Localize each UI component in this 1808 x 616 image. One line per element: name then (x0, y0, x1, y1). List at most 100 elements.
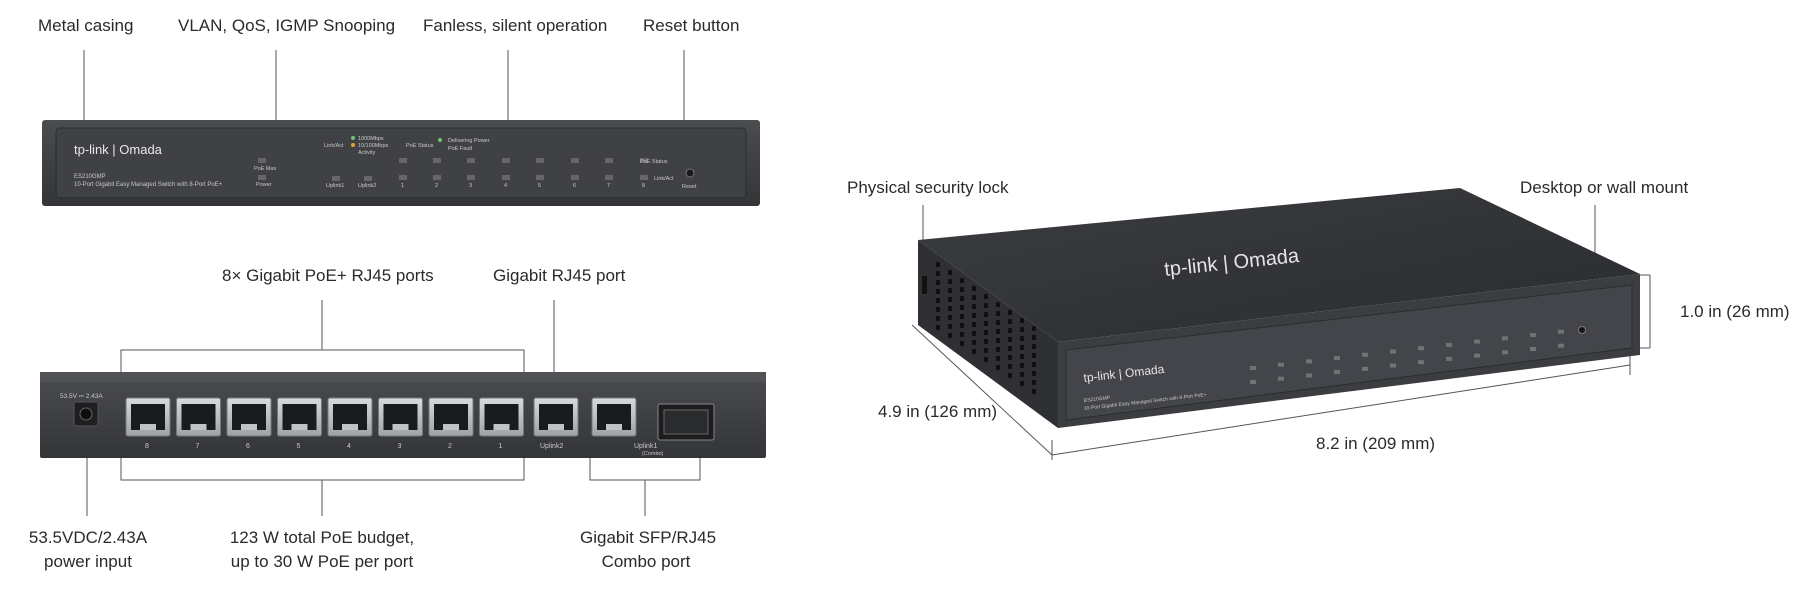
front3d-led (1474, 339, 1480, 344)
front-poe-fault: PoE Fault (448, 146, 473, 152)
front-link-led (399, 175, 407, 180)
front-uplink1: Uplink1 (326, 183, 344, 189)
rear-port-number: 7 (196, 443, 200, 450)
front-poe-led (502, 158, 510, 163)
front-port-number: 1 (401, 183, 404, 189)
front-poe-status-right: PoE Status (640, 159, 668, 165)
front3d-led (1278, 362, 1284, 367)
vent-slot (984, 330, 988, 335)
front-poe-max: PoE Max (254, 166, 277, 172)
rear-port-number: 8 (145, 443, 149, 450)
front-port-number: 4 (504, 183, 507, 189)
rj45-latch (493, 424, 510, 430)
front-poe-led (571, 158, 579, 163)
front-port-number: 3 (469, 183, 472, 189)
callout-combo-line1: Gigabit SFP/RJ45 (580, 528, 717, 547)
rj45-latch (190, 424, 207, 430)
callout-poe-ports: 8× Gigabit PoE+ RJ45 ports (222, 266, 434, 285)
vent-slot (960, 323, 964, 328)
front-port-number: 2 (435, 183, 438, 189)
front-link-led (536, 175, 544, 180)
front3d-model: ES210GMP (1084, 395, 1112, 404)
front3d-led (1474, 353, 1480, 358)
vent-slot (960, 296, 964, 301)
rear-power-rating: 53.5V ⎓ 2.43A (60, 393, 103, 400)
vent-slot (996, 320, 1000, 325)
vent-slot (948, 279, 952, 284)
front3d-led (1362, 352, 1368, 357)
vent-slot (996, 311, 1000, 316)
vent-slot (1008, 373, 1012, 378)
vent-slot (936, 298, 940, 303)
vent-slot (960, 305, 964, 310)
vent-slot (960, 341, 964, 346)
vent-slot (936, 325, 940, 330)
front-link-led (605, 175, 613, 180)
front-port-number: 8 (642, 183, 645, 189)
front3d-led (1558, 343, 1564, 348)
vent-slot (1020, 372, 1024, 377)
front-poe-led (640, 158, 648, 163)
vent-slot (996, 329, 1000, 334)
vent-slot (936, 307, 940, 312)
front-port-number: 6 (573, 183, 576, 189)
vent-slot (984, 339, 988, 344)
vent-slot (936, 289, 940, 294)
callout-desktop-mount: Desktop or wall mount (1520, 178, 1689, 197)
rear-port-number: 5 (297, 443, 301, 450)
vent-slot (996, 365, 1000, 370)
vent-slot (984, 321, 988, 326)
front3d-led (1390, 363, 1396, 368)
rj45-latch (392, 424, 409, 430)
vent-slot (1032, 326, 1036, 331)
callout-power-input: 53.5VDC/2.43A power input (28, 526, 148, 574)
front-legend-1000: 1000Mbps (358, 136, 384, 142)
front-poe-led (433, 158, 441, 163)
front-brand: tp-link | Omada (74, 142, 163, 157)
callout-metal-casing: Metal casing (38, 16, 134, 35)
front-reset: Reset (682, 184, 697, 190)
front-link-act-right: Link/Act (654, 176, 674, 182)
vent-slot (1020, 354, 1024, 359)
callout-power-input-line2: power input (44, 552, 132, 571)
reset-button-hole (685, 168, 695, 178)
vent-slot (936, 280, 940, 285)
callout-height: 1.0 in (26 mm) (1680, 302, 1790, 321)
rear-port-number: 2 (448, 443, 452, 450)
front-poe-led (536, 158, 544, 163)
front-poe-status: PoE Status (406, 143, 434, 149)
vent-slot (936, 271, 940, 276)
vent-slot (1020, 345, 1024, 350)
front3d-led (1334, 370, 1340, 375)
vent-slot (1032, 362, 1036, 367)
front3d-led (1278, 376, 1284, 381)
vent-slot (972, 304, 976, 309)
callout-poe-budget-line1: 123 W total PoE budget, (229, 528, 415, 547)
front3d-led (1306, 373, 1312, 378)
front-link-led (640, 175, 648, 180)
vent-slot (1020, 363, 1024, 368)
front-legend-10100: 10/100Mbps (358, 143, 389, 149)
callout-combo-line2: Combo port (601, 552, 691, 571)
vent-slot (984, 348, 988, 353)
front3d-led (1446, 342, 1452, 347)
vent-slot (1008, 355, 1012, 360)
rj45-latch (241, 424, 257, 430)
front3d-led (1250, 366, 1256, 370)
front-poe-led (399, 158, 407, 163)
rear-port-number: 1 (499, 443, 503, 450)
vent-slot (972, 313, 976, 318)
vent-slot (984, 312, 988, 317)
vent-slot (972, 331, 976, 336)
vent-slot (948, 333, 952, 338)
front-poe-led (467, 158, 475, 163)
front3d-led (1530, 333, 1536, 337)
front3d-led (1558, 329, 1564, 334)
front-link-act: Link/Act (324, 143, 344, 149)
callout-power-input-line1: 53.5VDC/2.43A (28, 528, 148, 547)
front-uplink2: Uplink2 (358, 183, 376, 189)
vent-slot (1032, 353, 1036, 358)
front3d-leds (1250, 329, 1564, 384)
